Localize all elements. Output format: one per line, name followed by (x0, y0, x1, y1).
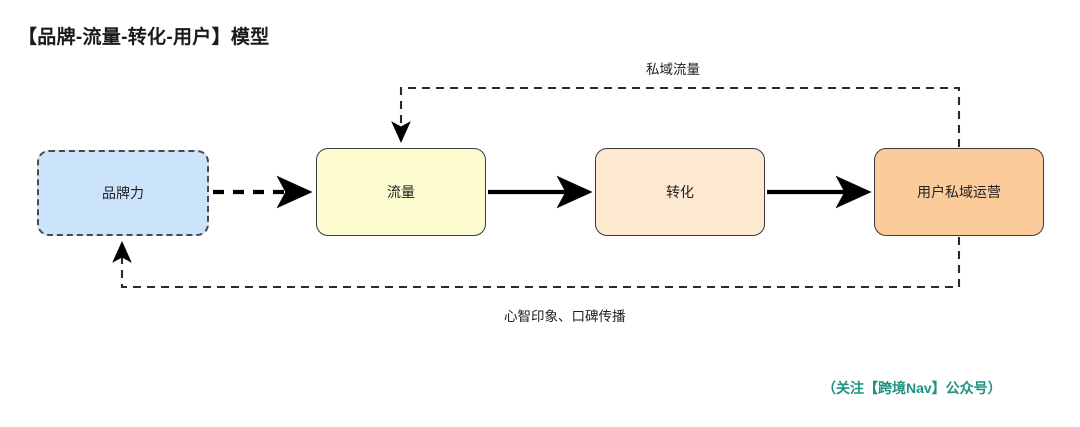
node-brand-power-label: 品牌力 (102, 185, 144, 201)
node-private-domain-operations[interactable]: 用户私域运营 (874, 148, 1044, 236)
node-conversion[interactable]: 转化 (595, 148, 765, 236)
edge-label-mindshare: 心智印象、口碑传播 (504, 309, 626, 324)
edge-private-to-traffic-feedback (391, 86, 961, 147)
node-conversion-label: 转化 (666, 184, 694, 200)
page-title: 【品牌-流量-转化-用户】模型 (18, 27, 270, 48)
node-traffic[interactable]: 流量 (316, 148, 486, 236)
edge-label-private-traffic: 私域流量 (646, 62, 700, 77)
watermark-text: （关注【跨境Nav】公众号） (822, 380, 1002, 396)
node-brand-power[interactable]: 品牌力 (37, 150, 209, 236)
edge-private-to-brand-feedback (112, 237, 961, 289)
node-traffic-label: 流量 (387, 184, 415, 200)
node-private-domain-operations-label: 用户私域运营 (917, 184, 1001, 200)
